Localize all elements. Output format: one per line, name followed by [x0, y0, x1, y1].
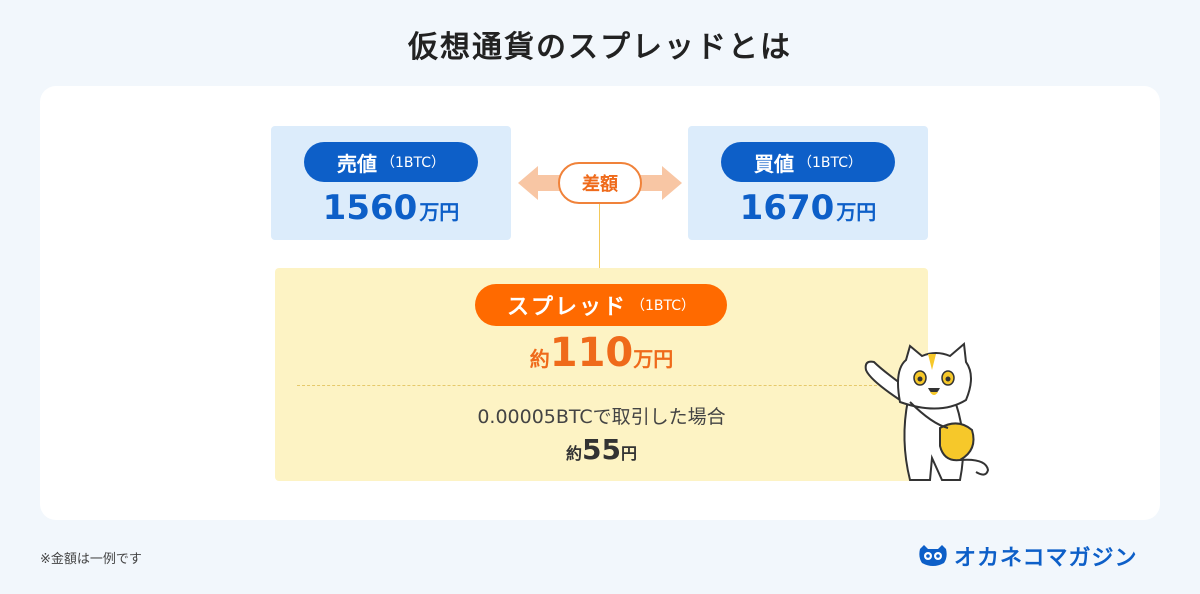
buy-unit-note: （1BTC） [797, 155, 863, 171]
spread-value-prefix: 約 [529, 347, 550, 371]
sell-price-unit: 万円 [419, 200, 460, 224]
difference-label: 差額 [558, 162, 642, 204]
example-value-number: 55 [582, 433, 621, 466]
spread-label-pill: スプレッド （1BTC） [475, 284, 727, 326]
spread-value-unit: 万円 [633, 347, 674, 371]
brand-name: オカネコマガジン [954, 546, 1138, 571]
cat-mascot-icon [864, 342, 990, 481]
connector-line [599, 204, 600, 268]
spread-value: 約110万円 [275, 330, 928, 376]
sell-label: 売値 [336, 151, 377, 176]
buy-label: 買値 [753, 151, 794, 176]
sell-price-value: 1560 [322, 188, 418, 228]
example-value-unit: 円 [620, 444, 637, 463]
example-text: 0.00005BTCで取引した場合 [477, 406, 726, 428]
okaneko-logo-icon [919, 545, 947, 566]
example-value-prefix: 約 [566, 444, 583, 463]
sell-unit-note: （1BTC） [380, 155, 446, 171]
spread-unit-note: （1BTC） [630, 298, 696, 314]
divider [297, 385, 882, 386]
footnote: ※金額は一例です [40, 552, 142, 567]
buy-price-unit: 万円 [836, 200, 877, 224]
page-title: 仮想通貨のスプレッドとは [408, 30, 792, 65]
buy-price-value: 1670 [739, 188, 835, 228]
sell-label-pill: 売値 （1BTC） [304, 142, 478, 182]
brand-logo: オカネコマガジン [918, 540, 1138, 572]
buy-label-pill: 買値 （1BTC） [721, 142, 895, 182]
spread-label: スプレッド [506, 295, 627, 320]
spread-value-number: 110 [549, 330, 634, 376]
spread-box: スプレッド （1BTC） 約110万円 0.00005BTCで取引した場合 約5… [275, 268, 928, 481]
example-value: 約55円 [275, 433, 928, 466]
